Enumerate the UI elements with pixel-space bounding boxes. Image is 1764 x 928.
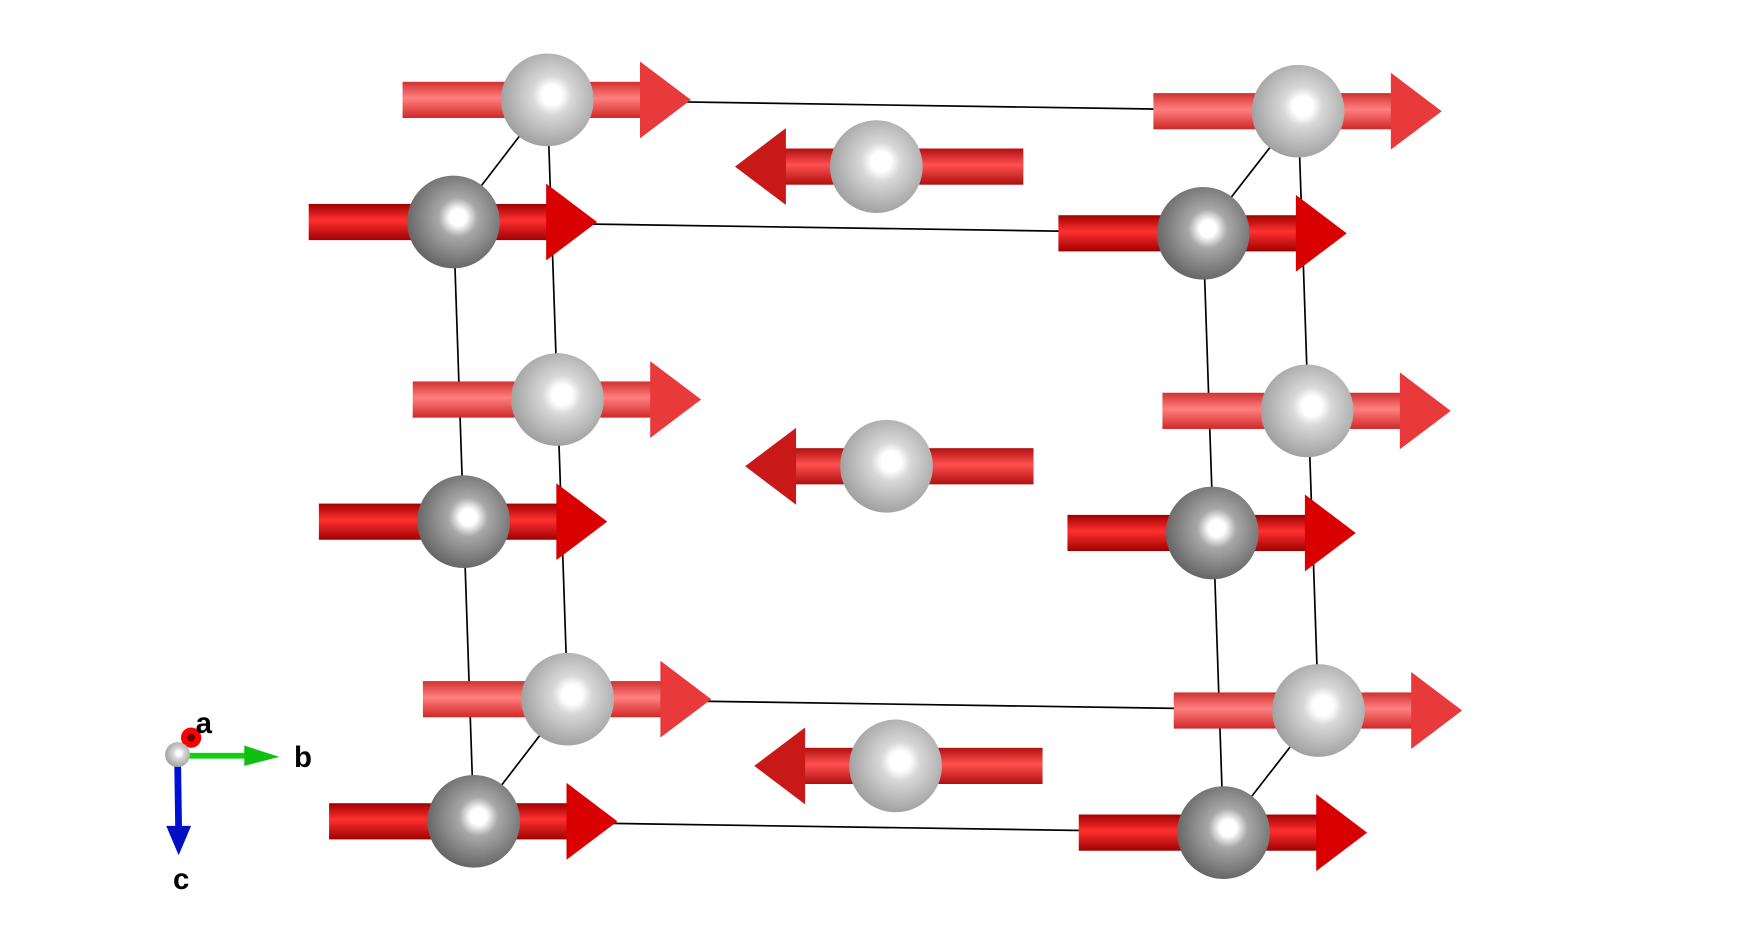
atom-sphere bbox=[521, 652, 615, 746]
atom-sphere bbox=[1251, 64, 1345, 158]
spin-arrowhead bbox=[745, 427, 797, 505]
atom-sphere bbox=[1177, 786, 1270, 879]
spin-arrowhead bbox=[1304, 494, 1356, 572]
spin-arrowhead bbox=[1390, 72, 1442, 150]
atom-sphere bbox=[407, 175, 500, 269]
atom-sphere bbox=[1156, 186, 1250, 280]
axis-origin bbox=[165, 742, 190, 768]
spin-arrowhead bbox=[566, 782, 618, 860]
spin-arrowhead bbox=[1399, 372, 1451, 450]
c-axis-shaft bbox=[174, 754, 183, 832]
atom-sphere bbox=[849, 719, 942, 813]
spin-arrowhead bbox=[1295, 194, 1347, 272]
spin-arrowhead bbox=[556, 483, 608, 561]
spin-arrowhead bbox=[1411, 672, 1463, 749]
atom-sphere bbox=[511, 353, 604, 446]
b-axis-arrowhead bbox=[244, 745, 280, 766]
spin-arrowhead bbox=[546, 183, 598, 261]
atom-sphere bbox=[500, 53, 594, 147]
b-axis-label: b bbox=[294, 741, 312, 774]
atom-sphere bbox=[1165, 486, 1259, 580]
spin-arrowhead bbox=[735, 128, 786, 206]
atom-sphere bbox=[1260, 364, 1354, 458]
c-axis-arrowhead bbox=[166, 825, 192, 856]
atom-sphere bbox=[417, 475, 510, 569]
atom-sphere bbox=[829, 120, 923, 213]
atom-sphere bbox=[1272, 664, 1365, 757]
atom-sphere bbox=[427, 774, 521, 868]
spin-arrowhead bbox=[660, 660, 712, 738]
spin-arrowhead bbox=[1316, 794, 1368, 872]
spin-arrowhead bbox=[640, 61, 691, 139]
c-axis-label: c bbox=[173, 863, 189, 896]
spin-arrowhead bbox=[754, 727, 806, 805]
atom-sphere bbox=[840, 419, 933, 513]
axis-indicator: a b c bbox=[165, 707, 312, 896]
atoms-and-spins bbox=[308, 53, 1463, 879]
a-axis-label: a bbox=[196, 707, 213, 740]
spin-arrowhead bbox=[650, 361, 702, 438]
